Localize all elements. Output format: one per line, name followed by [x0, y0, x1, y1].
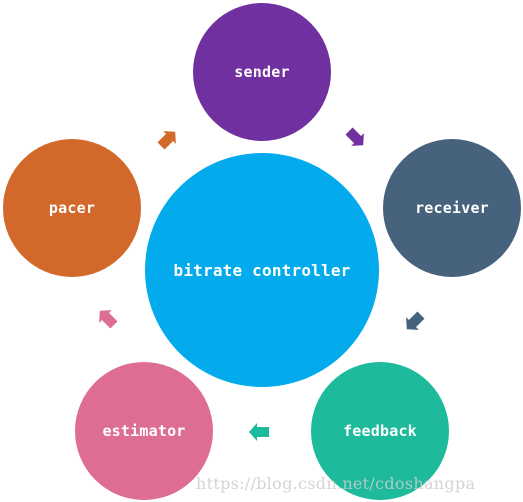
receiver-label: receiver	[415, 199, 489, 217]
arrow-feedback-to-estimator	[249, 423, 269, 441]
arrow-pacer-to-sender	[157, 131, 176, 150]
feedback-label: feedback	[343, 422, 417, 440]
arrow-estimator-to-pacer	[99, 310, 118, 329]
arrow-receiver-to-feedback	[406, 311, 425, 330]
watermark-url: https://blog.csdn.net/cdoshangpa	[196, 474, 476, 493]
pacer-label: pacer	[48, 199, 96, 217]
bitrate-controller-label: bitrate controller	[173, 260, 351, 280]
arrow-sender-to-receiver	[345, 127, 364, 146]
sender-node: sender	[193, 3, 331, 141]
receiver-node: receiver	[383, 139, 521, 277]
feedback-node: feedback	[311, 362, 449, 500]
estimator-label: estimator	[102, 422, 186, 440]
pacer-node: pacer	[3, 139, 141, 277]
sender-label: sender	[234, 63, 290, 81]
estimator-node: estimator	[75, 362, 213, 500]
bitrate-controller-node: bitrate controller	[145, 153, 379, 387]
